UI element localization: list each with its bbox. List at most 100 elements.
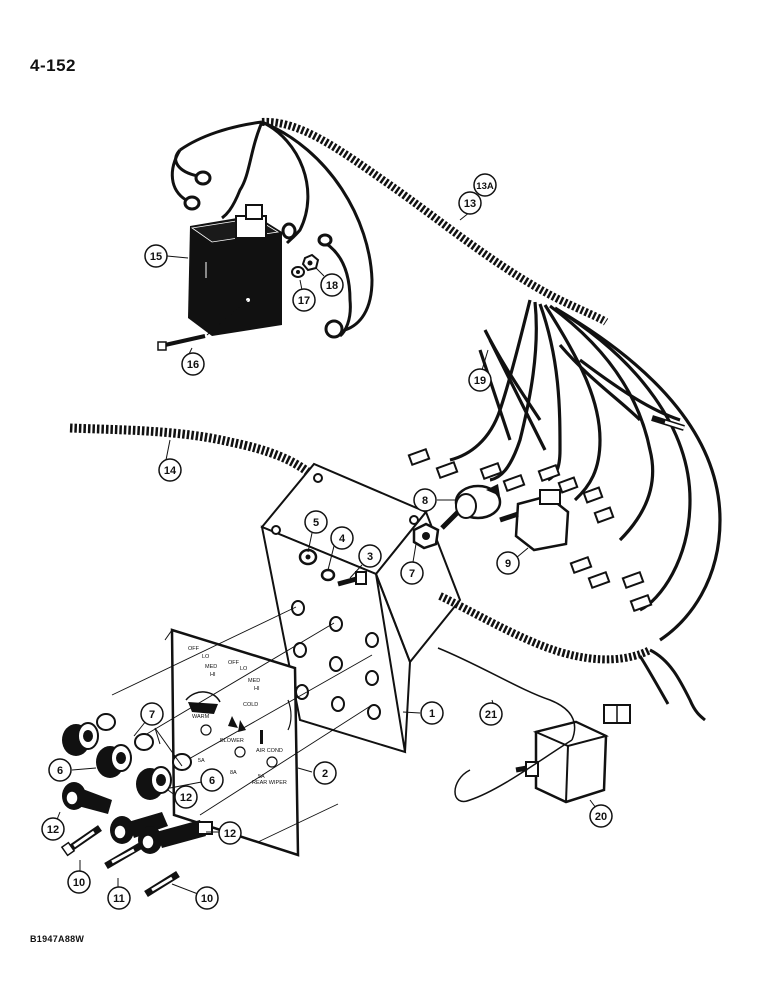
- fuse-10-right: [144, 871, 180, 897]
- fuse-11: [104, 842, 142, 870]
- nut-7-switch: [412, 522, 440, 550]
- callout-10a: 10: [67, 870, 91, 894]
- svg-text:15: 15: [150, 251, 162, 263]
- callout-13: 13: [458, 191, 482, 215]
- legend-blower-off: OFF: [228, 660, 240, 666]
- nuts-7-panel: [96, 713, 192, 771]
- callout-1: 1: [420, 701, 444, 725]
- fuse-holder-12-right: [138, 820, 213, 854]
- legend-blower-lo: LO: [240, 666, 248, 672]
- legend-rear-wiper: REAR WIPER: [252, 780, 287, 786]
- nut-18: [301, 253, 320, 272]
- callout-12c: 12: [218, 821, 242, 845]
- svg-text:12: 12: [47, 824, 59, 836]
- switch-8: [440, 484, 502, 530]
- screw-16: [157, 299, 249, 351]
- callout-19: 19: [468, 368, 492, 392]
- svg-text:19: 19: [474, 375, 486, 387]
- svg-text:6: 6: [209, 775, 215, 787]
- svg-text:21: 21: [485, 709, 497, 721]
- capillary-tube-21: [437, 647, 576, 803]
- svg-text:1: 1: [429, 708, 435, 720]
- callout-3: 3: [358, 544, 382, 568]
- ring-terminals: [183, 170, 344, 339]
- svg-text:6: 6: [57, 765, 63, 777]
- callout-15: 15: [144, 244, 168, 268]
- svg-text:12: 12: [180, 792, 192, 804]
- panel-legends: OFF LO MED HI OFF LO MED HI WARM COLD BL…: [188, 646, 287, 786]
- callout-14: 14: [158, 458, 182, 482]
- legend-air-cond: AIR COND: [256, 748, 283, 754]
- svg-text:3: 3: [367, 551, 373, 563]
- legend-warm: WARM: [192, 714, 210, 720]
- svg-text:17: 17: [298, 295, 310, 307]
- knob-6-upper: [62, 722, 99, 756]
- callout-8: 8: [413, 488, 437, 512]
- mounting-bracket-1: [260, 462, 462, 754]
- knob-6-middle: [96, 744, 132, 778]
- svg-text:4: 4: [339, 533, 346, 545]
- washer-17: [291, 266, 305, 278]
- thermostat-20: [515, 720, 609, 804]
- wire-harness-14: [69, 423, 311, 476]
- control-panel-2: [164, 628, 300, 857]
- svg-text:8: 8: [422, 495, 428, 507]
- svg-text:5: 5: [313, 517, 319, 529]
- legend-fuse-3: 5A: [258, 774, 265, 780]
- fuse-holder-12-center: [110, 812, 168, 844]
- page-number: 4-152: [30, 56, 76, 75]
- callout-20: 20: [589, 804, 613, 828]
- legend-fuse-2: 8A: [230, 770, 237, 776]
- callouts: 1 2 3 4 5 6 6 7: [41, 173, 613, 910]
- spade-connectors: [407, 447, 653, 613]
- callout-12b: 12: [174, 785, 198, 809]
- callout-6a: 6: [48, 758, 72, 782]
- fuse-holder-12-left: [62, 782, 112, 814]
- switch-9: [499, 489, 570, 552]
- callout-18: 18: [320, 273, 344, 297]
- callout-9: 9: [496, 551, 520, 575]
- svg-text:10: 10: [201, 893, 213, 905]
- callout-12a: 12: [41, 817, 65, 841]
- figure-code: B1947A88W: [30, 934, 85, 944]
- svg-text:9: 9: [505, 558, 511, 570]
- connector-plug: [603, 704, 631, 724]
- legend-fan-off: OFF: [188, 646, 200, 652]
- wire-end-sleeve: [651, 415, 685, 431]
- wire-harness-14-right: [438, 592, 706, 722]
- legend-fuse-1: 5A: [198, 758, 205, 764]
- legend-fan-med: MED: [205, 664, 217, 670]
- svg-text:11: 11: [113, 893, 125, 905]
- legend-fan-hi: HI: [210, 672, 216, 678]
- callout-7b: 7: [400, 561, 424, 585]
- svg-text:18: 18: [326, 280, 338, 292]
- knob-6-lower: [136, 766, 172, 800]
- legend-blower-med: MED: [248, 678, 260, 684]
- callout-17: 17: [292, 288, 316, 312]
- washer-5: [298, 548, 318, 566]
- svg-text:13: 13: [464, 198, 476, 210]
- callout-21: 21: [479, 702, 503, 726]
- legend-fan-lo: LO: [202, 654, 210, 660]
- legend-blower-hi: HI: [254, 686, 260, 692]
- callout-10b: 10: [195, 886, 219, 910]
- svg-text:20: 20: [595, 811, 607, 823]
- module-15: [188, 204, 282, 336]
- svg-text:16: 16: [187, 359, 199, 371]
- legend-blower: BLOWER: [220, 738, 244, 744]
- callout-16: 16: [181, 352, 205, 376]
- svg-text:7: 7: [149, 709, 155, 721]
- callout-7a: 7: [140, 702, 164, 726]
- svg-text:10: 10: [73, 877, 85, 889]
- svg-text:12: 12: [224, 828, 236, 840]
- svg-text:2: 2: [322, 768, 328, 780]
- callout-leaders: [55, 211, 597, 895]
- legend-cold: COLD: [243, 702, 258, 708]
- alignment-lines: [111, 606, 373, 843]
- svg-text:14: 14: [164, 465, 177, 477]
- wire-bundle-19: [449, 299, 722, 642]
- callout-13a: 13A: [473, 173, 497, 197]
- screw-3: [337, 571, 367, 587]
- callout-2: 2: [313, 761, 337, 785]
